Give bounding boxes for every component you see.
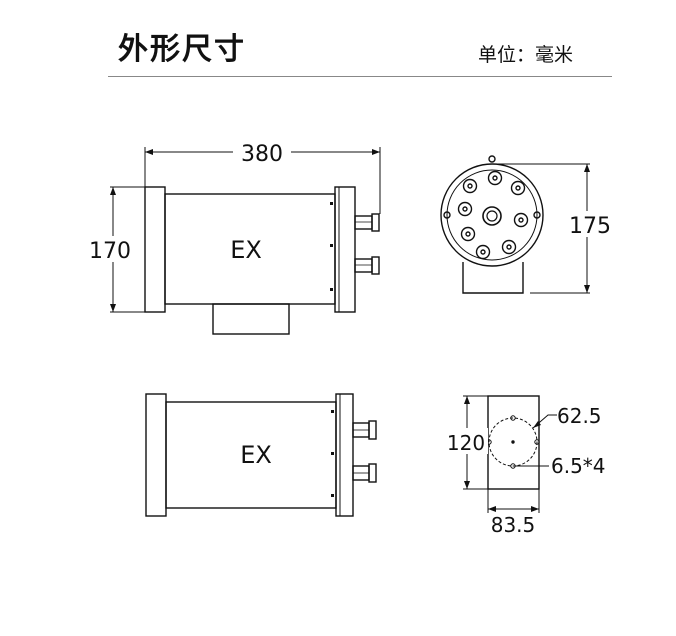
front-width-dim: 380 bbox=[241, 142, 283, 167]
top-ex-label: EX bbox=[240, 441, 272, 469]
front-height-dim: 170 bbox=[89, 239, 131, 264]
left-flange bbox=[144, 186, 166, 313]
top-gland-upper bbox=[352, 420, 377, 440]
end-height-dim: 175 bbox=[569, 214, 611, 239]
base-bracket bbox=[212, 303, 290, 335]
top-left-flange bbox=[145, 393, 167, 517]
top-right-flange bbox=[335, 393, 354, 517]
top-gland-lower bbox=[352, 463, 377, 483]
mount-width-dim: 83.5 bbox=[491, 513, 536, 537]
end-flange-inner bbox=[446, 169, 538, 261]
hole-size-dim: 6.5*4 bbox=[551, 454, 606, 478]
unit-label: 单位：毫米 bbox=[478, 44, 574, 66]
end-view bbox=[440, 155, 590, 294]
cable-gland-top bbox=[354, 213, 380, 232]
title-divider bbox=[108, 76, 612, 77]
cable-gland-bottom bbox=[354, 256, 380, 275]
right-flange bbox=[334, 186, 356, 313]
mount-height-dim: 120 bbox=[447, 431, 485, 455]
front-ex-label: EX bbox=[230, 236, 262, 264]
top-view bbox=[145, 393, 377, 517]
page-title: 外形尺寸 bbox=[118, 32, 246, 67]
bolt-circle bbox=[488, 417, 538, 467]
end-flange-outer bbox=[440, 163, 544, 267]
bolt-circle-dim: 62.5 bbox=[557, 404, 602, 428]
